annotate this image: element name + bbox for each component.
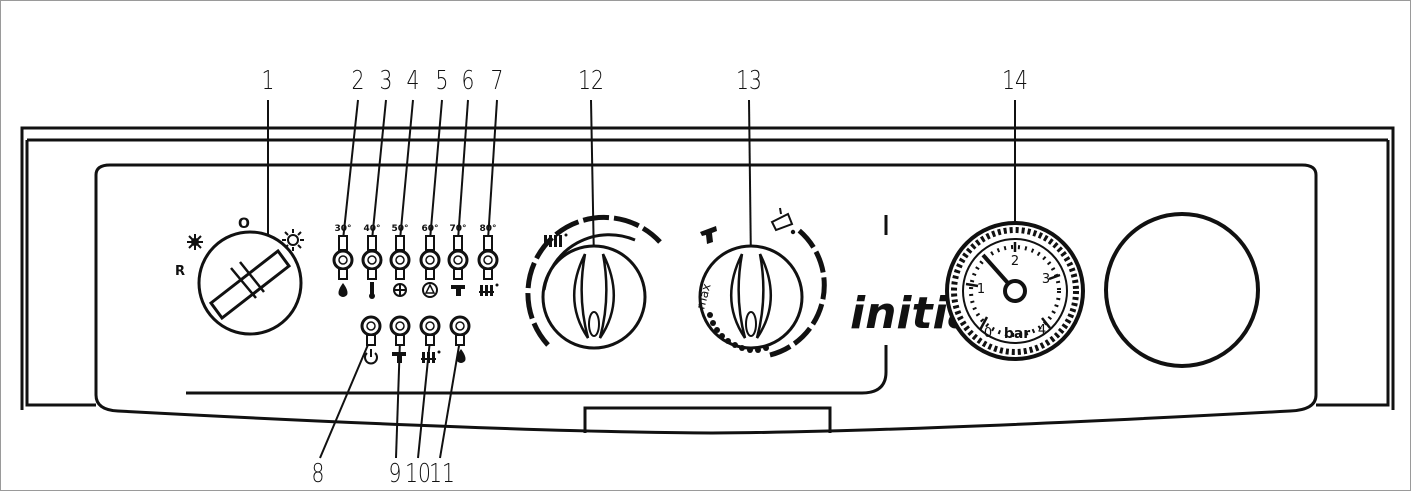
callout-9: 9 xyxy=(388,459,402,489)
tap-icon xyxy=(392,352,406,363)
heating-temp-knob[interactable] xyxy=(541,244,647,350)
gauge-unit-label: bar xyxy=(1004,326,1030,342)
flame-icon xyxy=(456,349,466,363)
temp-led-60 xyxy=(419,235,441,280)
flame-icon xyxy=(338,283,348,297)
housing-outline xyxy=(20,126,1395,435)
thermometer-icon xyxy=(369,282,375,299)
winter-mode-label: R xyxy=(175,264,185,279)
callout-12: 12 xyxy=(578,66,604,96)
off-position-label: O xyxy=(238,216,250,232)
callout-3: 3 xyxy=(379,66,393,96)
gauge-scale-1: 1 xyxy=(977,282,985,297)
callout-2: 2 xyxy=(351,66,365,96)
dhw-scale-arc xyxy=(769,226,827,358)
dhw-max-dots xyxy=(707,312,769,353)
callout-11: 11 xyxy=(429,459,455,489)
mode-selector-knob[interactable] xyxy=(197,230,303,336)
temp-led-70 xyxy=(447,235,469,280)
callout-6: 6 xyxy=(461,66,475,96)
temp-led-30 xyxy=(332,235,354,280)
status-led-heating xyxy=(419,315,441,346)
sun-icon xyxy=(282,229,304,251)
heating-scale-arc-inner xyxy=(542,233,636,291)
status-led-power xyxy=(360,315,382,346)
radiator-icon xyxy=(544,233,568,247)
status-led-flame xyxy=(449,315,471,346)
temp-label-70: 70° xyxy=(449,224,466,234)
temp-led-row xyxy=(332,235,499,280)
temp-label-50: 50° xyxy=(391,224,408,234)
power-icon xyxy=(364,349,378,365)
shower-icon xyxy=(770,207,796,235)
callout-1: 1 xyxy=(261,66,275,96)
gauge-scale-4: 4 xyxy=(1038,323,1046,338)
status-led-dhw xyxy=(389,315,411,346)
pressure-gauge xyxy=(945,221,1085,361)
temp-led-50 xyxy=(389,235,411,280)
heating-scale-arc xyxy=(525,214,662,347)
temp-label-40: 40° xyxy=(363,224,380,234)
fan-icon xyxy=(393,283,407,297)
dhw-max-label: max xyxy=(693,282,713,311)
callout-14: 14 xyxy=(1002,66,1028,96)
callout-8: 8 xyxy=(311,459,325,489)
callout-4: 4 xyxy=(406,66,420,96)
warning-triangle-icon xyxy=(422,282,438,298)
gauge-hub xyxy=(1003,279,1027,303)
callout-5: 5 xyxy=(435,66,449,96)
temp-label-30: 30° xyxy=(334,224,351,234)
round-cover-plate xyxy=(1104,212,1260,368)
callout-7: 7 xyxy=(490,66,504,96)
tap-icon xyxy=(451,285,465,296)
dhw-temp-knob[interactable] xyxy=(698,244,804,350)
temp-led-40 xyxy=(361,235,383,280)
temp-label-60: 60° xyxy=(421,224,438,234)
gauge-scale-0: 0 xyxy=(984,326,992,341)
temp-label-80: 80° xyxy=(479,224,496,234)
callout-10: 10 xyxy=(405,459,431,489)
tap-icon xyxy=(700,226,717,244)
callout-13: 13 xyxy=(736,66,762,96)
status-led-row xyxy=(360,315,471,346)
snowflake-icon xyxy=(187,234,203,250)
gauge-scale-3: 3 xyxy=(1042,272,1050,287)
gauge-scale-2: 2 xyxy=(1011,254,1019,269)
radiator-icon xyxy=(479,283,499,296)
radiator-icon xyxy=(421,350,441,363)
temp-led-80 xyxy=(477,235,499,280)
